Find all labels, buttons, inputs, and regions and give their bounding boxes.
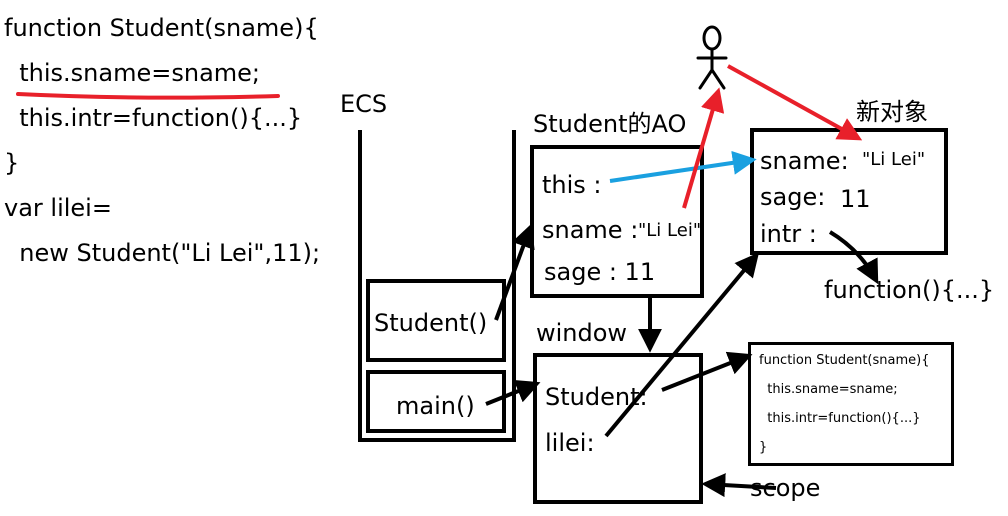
arrow-ecs-to-ao <box>494 223 535 321</box>
ao-sage-label: sage : 11 <box>544 258 656 286</box>
person-icon <box>696 25 728 90</box>
student-ao-box: this : sname : "Li Lei" sage : 11 <box>530 145 704 298</box>
ao-this-label: this : <box>542 171 602 199</box>
func-def-line-2: this.sname=sname; <box>759 382 898 397</box>
code-line-3: this.intr=function(){...} <box>4 104 303 132</box>
func-def-line-4: } <box>759 440 768 455</box>
arrow-scope-to-window <box>701 473 777 498</box>
ecs-container <box>358 130 516 442</box>
new-object-sname-label: sname: <box>760 147 849 175</box>
arrow-lilei-to-new-object <box>604 252 760 438</box>
arrow-student-to-funcdef <box>661 351 753 392</box>
code-line-4: } <box>4 149 20 177</box>
func-def-line-1: function Student(sname){ <box>759 353 930 368</box>
ao-title: Student的AO <box>533 110 687 138</box>
code-line-1: function Student(sname){ <box>4 14 319 42</box>
code-line-2: this.sname=sname; <box>4 59 261 87</box>
ecs-frame-main-label: main() <box>396 392 475 420</box>
ecs-frame-student-label: Student() <box>374 309 488 337</box>
new-object-sage-value: 11 <box>840 185 871 213</box>
arrow-intr-to-function <box>828 230 879 285</box>
intr-function-label: function(){...} <box>824 276 995 304</box>
ecs-frame-student: Student() <box>366 279 506 362</box>
func-def-line-3: this.intr=function(){...} <box>759 411 921 426</box>
ao-sname-label: sname : <box>542 216 639 244</box>
red-underline <box>16 92 280 100</box>
red-arrow-person-to-new-object <box>727 64 863 141</box>
red-arrow-up-to-person <box>682 87 725 209</box>
arrow-this-to-new-object <box>609 150 757 183</box>
ecs-frame-main: main() <box>366 370 506 433</box>
new-object-title: 新对象 <box>856 98 928 126</box>
ao-sname-value: "Li Lei" <box>638 220 702 241</box>
new-object-intr-label: intr : <box>760 220 817 248</box>
window-title: window <box>536 319 628 347</box>
function-definition-box: function Student(sname){ this.sname=snam… <box>748 342 954 466</box>
new-object-sname-value: "Li Lei" <box>862 149 926 170</box>
new-object-sage-label: sage: <box>760 183 826 211</box>
code-line-6: new Student("Li Lei",11); <box>4 239 321 267</box>
window-lilei-label: lilei: <box>545 429 595 457</box>
code-line-5: var lilei= <box>4 194 112 222</box>
arrow-main-to-window <box>485 379 541 406</box>
ecs-label: ECS <box>340 90 388 118</box>
